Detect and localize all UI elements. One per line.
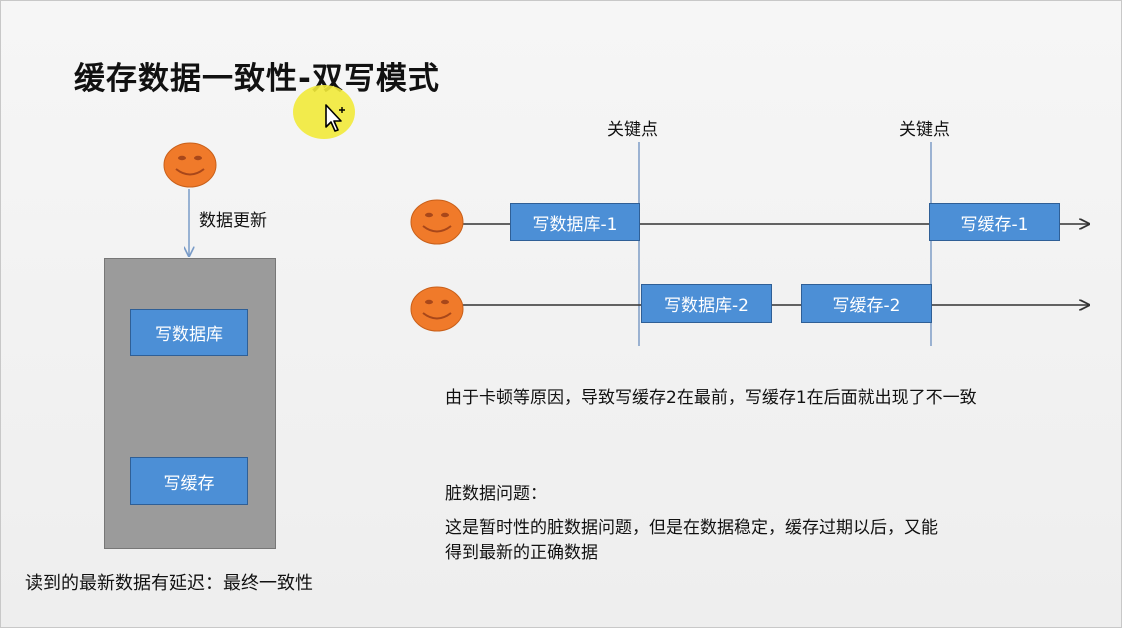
slide-title: 缓存数据一致性-双写模式 — [74, 61, 440, 97]
dirty-data-line-1: 这是暂时性的脏数据问题，但是在数据稳定，缓存过期以后，又能 — [445, 518, 938, 538]
row2-write-db-box: 写数据库-2 — [641, 284, 772, 323]
key-point-label-2: 关键点 — [899, 120, 950, 140]
row1-write-cache-box: 写缓存-1 — [929, 203, 1060, 241]
write-db-box: 写数据库 — [130, 309, 248, 356]
explanation-text: 由于卡顿等原因，导致写缓存2在最前，写缓存1在后面就出现了不一致 — [445, 388, 977, 408]
cursor-highlight — [293, 85, 355, 139]
smiley-face-icon — [410, 199, 464, 245]
update-label: 数据更新 — [199, 211, 267, 231]
row2-write-cache-box: 写缓存-2 — [801, 284, 932, 323]
key-point-label-1: 关键点 — [607, 120, 658, 140]
dirty-data-line-2: 得到最新的正确数据 — [445, 543, 598, 563]
server-block — [104, 258, 276, 549]
smiley-face-icon — [163, 142, 217, 188]
smiley-face-icon — [410, 286, 464, 332]
mouse-cursor-icon — [325, 104, 345, 132]
row1-write-db-box: 写数据库-1 — [510, 203, 640, 241]
dirty-data-heading: 脏数据问题： — [445, 484, 547, 504]
write-cache-box: 写缓存 — [130, 457, 248, 505]
bottom-note: 读到的最新数据有延迟：最终一致性 — [25, 573, 313, 594]
